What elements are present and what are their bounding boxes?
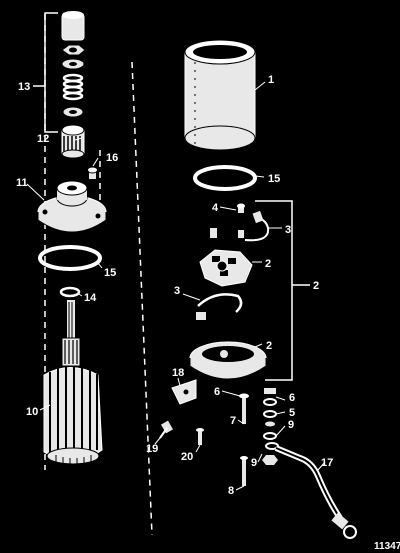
callout-4: 4	[212, 202, 219, 214]
kit-bracket-13	[33, 12, 58, 133]
brush-lead-4	[237, 203, 245, 213]
brush-small	[210, 228, 244, 238]
drive-spring	[62, 73, 84, 101]
callout-13: 13	[18, 81, 30, 93]
callout-14: 14	[84, 292, 97, 304]
o-ring-left	[38, 245, 102, 271]
bracket-18	[171, 379, 197, 405]
o-ring-right	[193, 165, 257, 191]
callout-20: 20	[181, 451, 193, 463]
callout-6: 6	[214, 386, 220, 398]
callout-9: 9	[251, 457, 257, 469]
kit-bracket-2	[255, 200, 310, 381]
screw-19	[159, 420, 173, 439]
callout-3: 3	[174, 285, 180, 297]
callout-10: 10	[26, 406, 38, 418]
callout-11: 11	[16, 177, 28, 189]
cable-17	[265, 442, 357, 539]
callout-15: 15	[268, 173, 280, 185]
frame-housing	[184, 39, 256, 151]
callout-2: 2	[265, 258, 271, 270]
figure-code: 11347	[374, 541, 400, 552]
callout-2: 2	[313, 280, 319, 292]
callout-8: 8	[228, 485, 234, 497]
pinion-gear	[61, 124, 85, 159]
callout-5: 5	[289, 407, 295, 419]
callout-17: 17	[321, 457, 333, 469]
callout-2: 2	[266, 340, 272, 352]
drive-nut	[61, 44, 86, 56]
armature	[43, 300, 103, 469]
drive-collar	[62, 106, 84, 118]
drive-washer	[61, 58, 85, 70]
drive-end-housing	[37, 180, 107, 233]
callout-18: 18	[172, 367, 184, 379]
stud-hardware-stack	[262, 388, 278, 465]
brush-holder	[199, 249, 253, 287]
thrust-washer	[59, 286, 81, 298]
callout-6: 6	[289, 392, 295, 404]
bolt-7	[239, 393, 249, 424]
callout-labels: 1 2 2 2 3 3 4 5 6 6 7 8 9 9 10 11 12 13 …	[16, 74, 333, 497]
callout-1: 1	[268, 74, 274, 86]
leader-lines	[26, 81, 326, 491]
callout-7: 7	[230, 415, 236, 427]
callout-15: 15	[104, 267, 116, 279]
screw-16	[87, 166, 98, 179]
callout-3: 3	[285, 224, 291, 236]
callout-19: 19	[146, 443, 158, 455]
callout-9: 9	[288, 419, 294, 431]
callout-12: 12	[37, 133, 49, 145]
drive-cap	[61, 11, 85, 41]
bolt-8	[240, 456, 248, 486]
brush-spring-3-lower	[196, 293, 243, 320]
screw-20	[196, 428, 204, 445]
end-cap	[189, 341, 267, 380]
callout-16: 16	[106, 152, 118, 164]
